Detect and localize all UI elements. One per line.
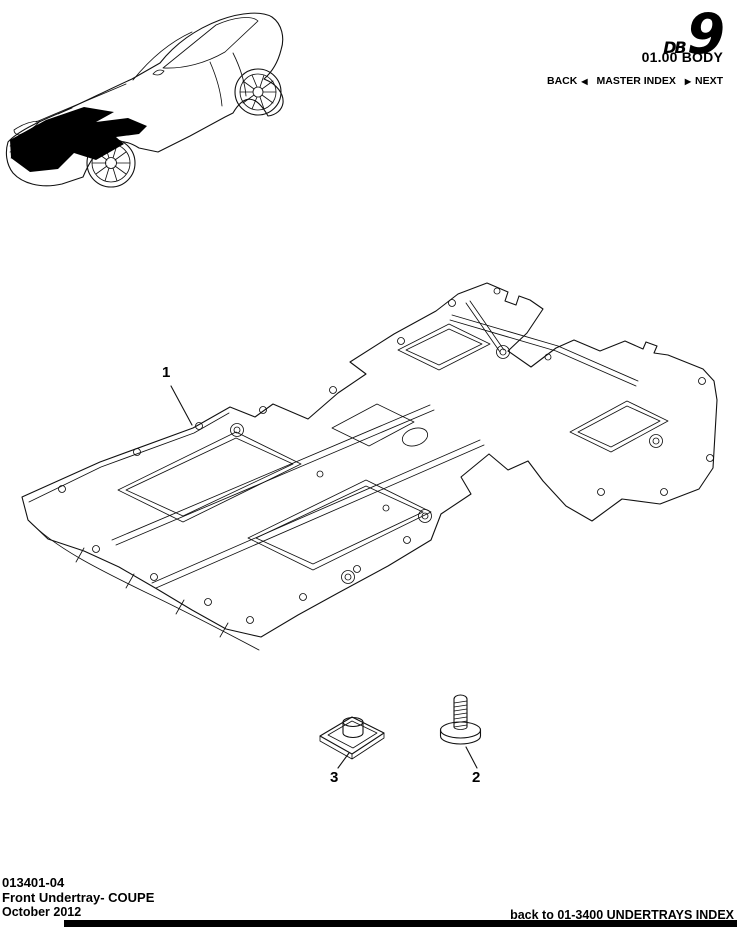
- section-title: 01.00 BODY: [641, 49, 723, 65]
- leader-line-2: [465, 746, 478, 769]
- nav-bar: BACK ◀ MASTER INDEX ▶ NEXT: [547, 75, 723, 87]
- nav-master-index-link[interactable]: MASTER INDEX: [596, 75, 676, 87]
- logo-9-text: 9: [686, 2, 725, 66]
- undertray-panel-drawing: [21, 282, 718, 651]
- doc-number: 013401-04: [2, 875, 65, 890]
- doc-date: October 2012: [2, 905, 82, 919]
- callout-1-undertray: 1: [162, 364, 171, 381]
- car-outline-drawing: [5, 12, 284, 188]
- callout-3-clip: 3: [330, 769, 339, 786]
- nav-next-link[interactable]: ▶ NEXT: [684, 75, 723, 87]
- leader-line-1: [170, 385, 193, 426]
- next-arrow-icon: ▶: [684, 76, 691, 86]
- footer-info: 013401-04 Front Undertray- COUPE October…: [2, 875, 154, 920]
- fastener-bosses: [230, 345, 663, 584]
- clip-part-drawing: [319, 716, 385, 760]
- db9-logo: DB 9: [547, 2, 725, 66]
- back-arrow-icon: ◀: [581, 76, 588, 86]
- callout-2-screw: 2: [472, 769, 481, 786]
- leader-line-3: [337, 752, 350, 769]
- bolt-holes: [58, 287, 714, 624]
- rear-wheel: [234, 68, 282, 116]
- undertrays-index-link[interactable]: back to 01-3400 UNDERTRAYS INDEX: [510, 908, 734, 922]
- undertray-location-highlight: [10, 107, 147, 172]
- page-header: DB 9 01.00 BODY BACK ◀ MASTER INDEX ▶ NE…: [547, 2, 725, 87]
- doc-title: Front Undertray- COUPE: [2, 890, 155, 905]
- bottom-bar: [64, 920, 737, 927]
- nav-back-link[interactable]: BACK ◀: [546, 75, 588, 87]
- screw-part-drawing: [439, 694, 482, 745]
- logo-db-text: DB: [663, 38, 687, 57]
- car-location-thumbnail: [5, 12, 284, 188]
